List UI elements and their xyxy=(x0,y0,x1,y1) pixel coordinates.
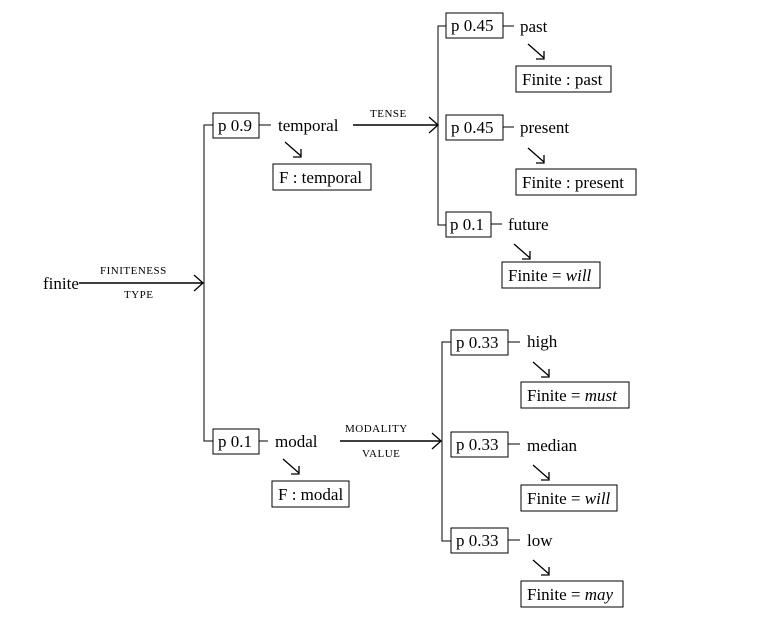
feature-label: temporal xyxy=(278,116,339,135)
realization-box xyxy=(272,163,372,191)
down-right-arrow-icon xyxy=(513,243,531,260)
option-low: p 0.33 low Finite = may xyxy=(450,527,624,608)
down-right-arrow-icon xyxy=(532,464,550,481)
prob-label: p 0.1 xyxy=(450,215,484,234)
finiteness-system-label-bottom: TYPE xyxy=(124,289,154,301)
feature-label: modal xyxy=(275,432,318,451)
realization-box xyxy=(515,168,637,196)
prob-box xyxy=(445,12,504,39)
prob-box xyxy=(450,329,509,356)
modality-bracket xyxy=(441,341,451,542)
realization-statement: Finite = will xyxy=(508,266,592,285)
root-label: finite xyxy=(43,274,79,293)
down-right-arrow-icon xyxy=(284,141,302,158)
realization-box xyxy=(520,580,624,608)
feature-label: median xyxy=(527,436,578,455)
realization-statement: Finite : past xyxy=(522,70,603,89)
prob-label: p 0.1 xyxy=(218,432,252,451)
prob-box xyxy=(445,211,492,238)
modality-arrowhead xyxy=(431,432,442,450)
prob-box xyxy=(450,431,509,458)
realization-statement: F : temporal xyxy=(279,168,362,187)
realization-box xyxy=(271,480,350,508)
option-modal: p 0.1 modal F : modal xyxy=(212,428,350,508)
prob-label: p 0.9 xyxy=(218,116,252,135)
feature-label: present xyxy=(520,118,569,137)
realization-statement: F : modal xyxy=(278,485,343,504)
option-present: p 0.45 present Finite : present xyxy=(445,114,637,196)
prob-label: p 0.45 xyxy=(451,16,494,35)
modality-system-label-bottom: VALUE xyxy=(362,448,400,460)
finiteness-system-label-top: FINITENESS xyxy=(100,265,167,277)
realization-box xyxy=(515,65,612,93)
feature-label: future xyxy=(508,215,549,234)
option-temporal: p 0.9 temporal F : temporal xyxy=(212,112,372,191)
option-high: p 0.33 high Finite = must xyxy=(450,329,630,409)
prob-label: p 0.33 xyxy=(456,435,499,454)
feature-label: low xyxy=(527,531,553,550)
down-right-arrow-icon xyxy=(527,43,545,60)
realization-box xyxy=(501,261,601,289)
realization-box xyxy=(520,484,618,512)
realization-box xyxy=(520,381,630,409)
feature-label: high xyxy=(527,332,558,351)
realization-statement: Finite = may xyxy=(527,585,614,604)
prob-box xyxy=(212,428,260,455)
realization-statement: Finite = must xyxy=(527,386,618,405)
down-right-arrow-icon xyxy=(532,559,550,576)
tense-system-label: TENSE xyxy=(370,108,407,120)
modality-system-label-top: MODALITY xyxy=(345,423,408,435)
realization-statement: Finite = will xyxy=(527,489,611,508)
option-future: p 0.1 future Finite = will xyxy=(445,211,601,289)
option-past: p 0.45 past Finite : past xyxy=(445,12,612,93)
tense-bracket xyxy=(437,25,446,226)
prob-label: p 0.33 xyxy=(456,531,499,550)
finiteness-arrowhead xyxy=(193,274,204,292)
down-right-arrow-icon xyxy=(527,147,545,164)
down-right-arrow-icon xyxy=(282,458,300,475)
prob-label: p 0.33 xyxy=(456,333,499,352)
realization-statement: Finite : present xyxy=(522,173,624,192)
prob-box xyxy=(450,527,509,554)
down-right-arrow-icon xyxy=(532,361,550,378)
finiteness-bracket xyxy=(203,124,213,442)
option-median: p 0.33 median Finite = will xyxy=(450,431,618,512)
feature-label: past xyxy=(520,17,548,36)
prob-label: p 0.45 xyxy=(451,118,494,137)
